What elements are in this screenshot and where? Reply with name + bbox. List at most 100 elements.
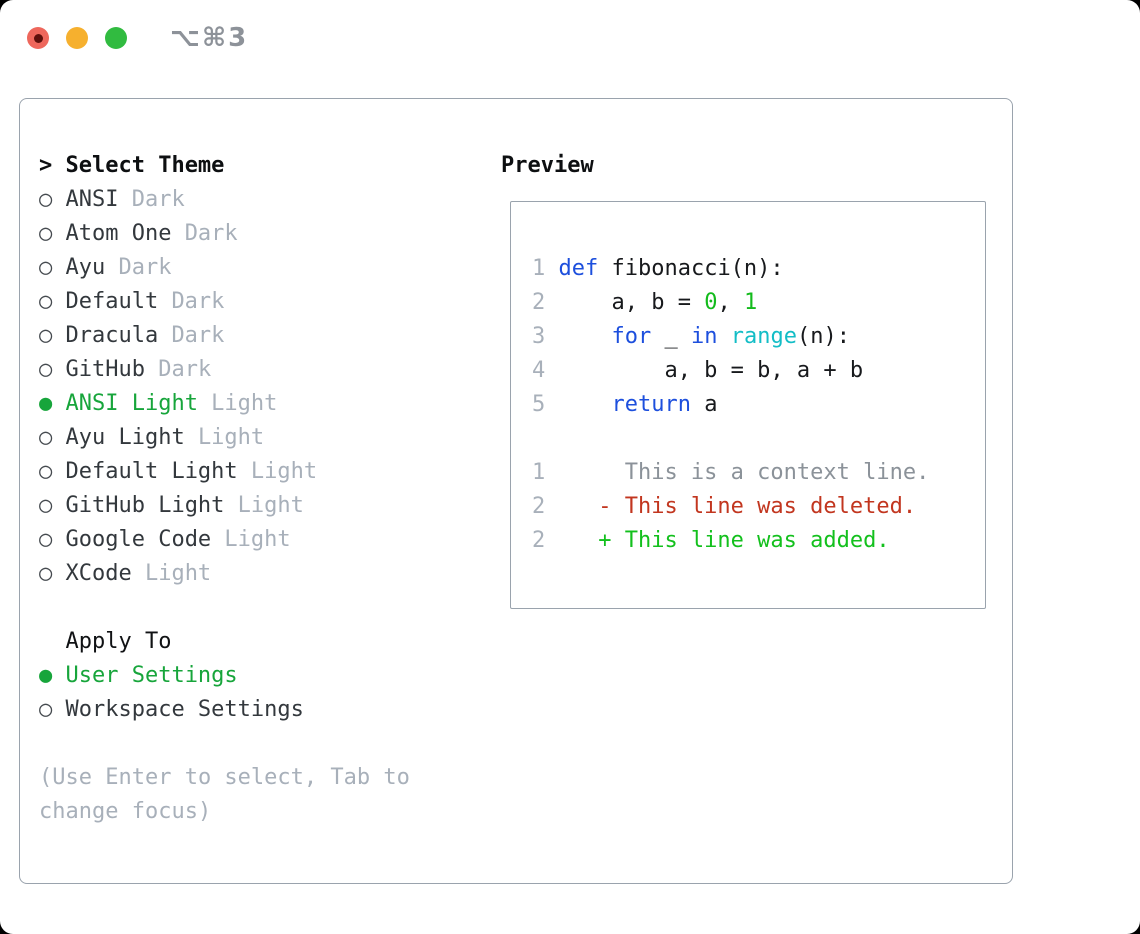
code-token <box>717 324 730 349</box>
theme-name: Atom One <box>65 221 172 246</box>
code-token: , <box>717 290 744 315</box>
theme-name: GitHub Light <box>65 493 225 518</box>
preview-gap <box>532 422 985 456</box>
diff-context-line: 1 This is a context line. <box>532 456 985 490</box>
code-token: fibonacci(n): <box>598 256 784 281</box>
code-token <box>558 392 611 417</box>
code-token: range <box>730 324 797 349</box>
apply-to-header: Apply To <box>39 625 410 659</box>
keyboard-hint-line2: change focus) <box>39 799 212 824</box>
close-button[interactable] <box>27 27 49 49</box>
theme-name: Default Light <box>65 459 238 484</box>
diff-text: This is a context line. <box>558 460 930 485</box>
theme-variant: Light <box>144 561 212 586</box>
close-button-dot <box>33 33 43 43</box>
diff-text: - This line was deleted. <box>558 494 917 519</box>
zoom-button[interactable] <box>105 27 127 49</box>
theme-option-ayu-dark[interactable]: ○ Ayu Dark <box>39 251 410 285</box>
theme-option-google-code[interactable]: ○ Google Code Light <box>39 523 410 557</box>
code-line: 5 return a <box>532 388 985 422</box>
preview-box: 1 def fibonacci(n): 2 a, b = 0, 1 3 for _… <box>510 201 986 609</box>
code-line: 2 a, b = 0, 1 <box>532 286 985 320</box>
code-token: return <box>611 392 691 417</box>
theme-list-title: Select Theme <box>65 153 225 178</box>
line-number: 2 <box>532 528 546 553</box>
line-number: 4 <box>532 358 546 383</box>
code-line: 3 for _ in range(n): <box>532 320 985 354</box>
radio-off-icon: ○ <box>39 255 53 280</box>
radio-off-icon: ○ <box>39 561 53 586</box>
line-number: 2 <box>532 494 546 519</box>
preview-title: Preview <box>501 153 594 178</box>
prompt-icon: > <box>39 153 53 178</box>
theme-variant: Dark <box>118 255 172 280</box>
apply-option-user-settings[interactable]: ●User Settings <box>39 659 410 693</box>
theme-option-github-light[interactable]: ○ GitHub Light Light <box>39 489 410 523</box>
apply-to-title: Apply To <box>65 629 172 654</box>
line-number: 1 <box>532 256 546 281</box>
radio-off-icon: ○ <box>39 187 53 212</box>
line-number: 3 <box>532 324 546 349</box>
code-token: in <box>690 324 718 349</box>
code-token: _ <box>651 324 691 349</box>
radio-on-icon: ● <box>39 663 53 688</box>
radio-off-icon: ○ <box>39 425 53 450</box>
theme-variant: Light <box>250 459 318 484</box>
radio-off-icon: ○ <box>39 221 53 246</box>
theme-name: ANSI <box>65 187 119 212</box>
diff-text: + This line was added. <box>558 528 890 553</box>
theme-option-dracula[interactable]: ○ Dracula Dark <box>39 319 410 353</box>
theme-variant: Dark <box>171 289 225 314</box>
theme-variant: Dark <box>184 221 238 246</box>
radio-off-icon: ○ <box>39 289 53 314</box>
code-token: a <box>690 392 718 417</box>
theme-name: GitHub <box>65 357 145 382</box>
code-token: for <box>611 324 652 349</box>
titlebar: ⌥⌘3 <box>0 0 1140 76</box>
code-token: def <box>558 256 599 281</box>
theme-variant: Dark <box>171 323 225 348</box>
theme-variant: Dark <box>158 357 212 382</box>
theme-option-atom-one[interactable]: ○ Atom One Dark <box>39 217 410 251</box>
apply-option-workspace-settings[interactable]: ○ Workspace Settings <box>39 693 410 727</box>
code-line: 4 a, b = b, a + b <box>532 354 985 388</box>
theme-option-github-dark[interactable]: ○ GitHub Dark <box>39 353 410 387</box>
diff-deleted-line: 2 - This line was deleted. <box>532 490 985 524</box>
diff-added-line: 2 + This line was added. <box>532 524 985 558</box>
theme-name: ANSI Light <box>65 391 198 416</box>
list-gap <box>39 591 410 625</box>
theme-option-ansi-dark[interactable]: ○ ANSI Dark <box>39 183 410 217</box>
theme-variant: Light <box>197 425 265 450</box>
theme-name: Ayu <box>65 255 106 280</box>
minimize-button[interactable] <box>66 27 88 49</box>
keyboard-hint-line1: (Use Enter to select, Tab to <box>39 765 410 790</box>
radio-off-icon: ○ <box>39 697 53 722</box>
theme-name: Dracula <box>65 323 159 348</box>
theme-variant: Light <box>211 391 278 416</box>
theme-variant: Dark <box>131 187 185 212</box>
line-number: 1 <box>532 460 546 485</box>
code-token: a, b = b, a + b <box>558 358 864 383</box>
theme-name: Google Code <box>65 527 212 552</box>
theme-list-header: > Select Theme <box>39 149 410 183</box>
code-token: (n): <box>796 324 850 349</box>
radio-off-icon: ○ <box>39 357 53 382</box>
theme-variant: Light <box>224 527 291 552</box>
code-token: 0 <box>704 290 718 315</box>
apply-option-label: Workspace Settings <box>65 697 304 722</box>
window-title: ⌥⌘3 <box>170 23 249 53</box>
theme-variant: Light <box>237 493 304 518</box>
radio-off-icon: ○ <box>39 493 53 518</box>
radio-off-icon: ○ <box>39 323 53 348</box>
radio-off-icon: ○ <box>39 527 53 552</box>
theme-name: XCode <box>65 561 132 586</box>
theme-option-xcode[interactable]: ○ XCode Light <box>39 557 410 591</box>
code-token: a, b = <box>558 290 705 315</box>
code-line: 1 def fibonacci(n): <box>532 252 985 286</box>
